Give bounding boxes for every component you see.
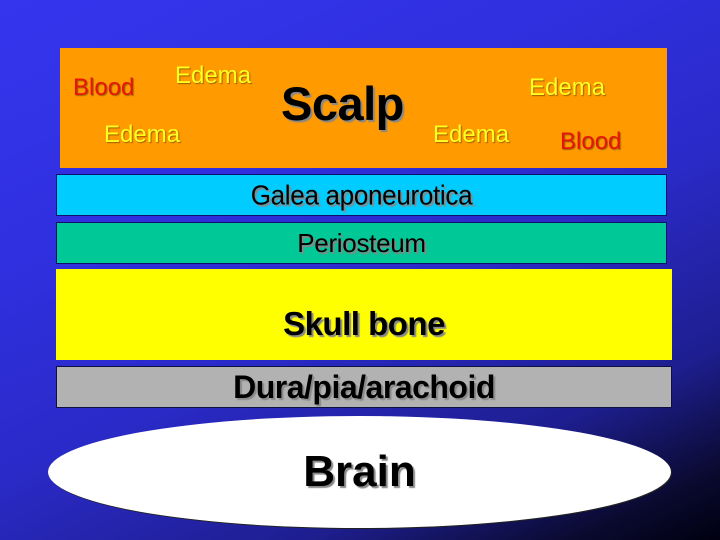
galea-layer: Galea aponeurotica xyxy=(56,174,667,216)
skull-label: Skull bone xyxy=(283,304,445,342)
edema-annotation-top-left: Edema xyxy=(175,62,252,89)
dura-layer: Dura/pia/arachoid xyxy=(56,366,672,408)
galea-label: Galea aponeurotica xyxy=(250,178,473,211)
scalp-layer xyxy=(60,48,667,168)
edema-annotation-top-right: Edema xyxy=(529,74,606,101)
blood-annotation-right: Blood xyxy=(560,128,622,155)
edema-annotation-bottom-middle: Edema xyxy=(433,121,510,148)
blood-annotation-left: Blood xyxy=(73,74,135,101)
periosteum-label: Periosteum xyxy=(297,227,426,258)
brain-label: Brain xyxy=(303,447,416,496)
scalp-label: Scalp xyxy=(281,77,404,130)
brain-ellipse: Brain xyxy=(48,416,671,528)
edema-annotation-bottom-left: Edema xyxy=(104,121,181,148)
dura-label: Dura/pia/arachoid xyxy=(233,368,495,405)
periosteum-layer: Periosteum xyxy=(56,222,667,264)
skull-layer: Skull bone xyxy=(56,269,672,360)
